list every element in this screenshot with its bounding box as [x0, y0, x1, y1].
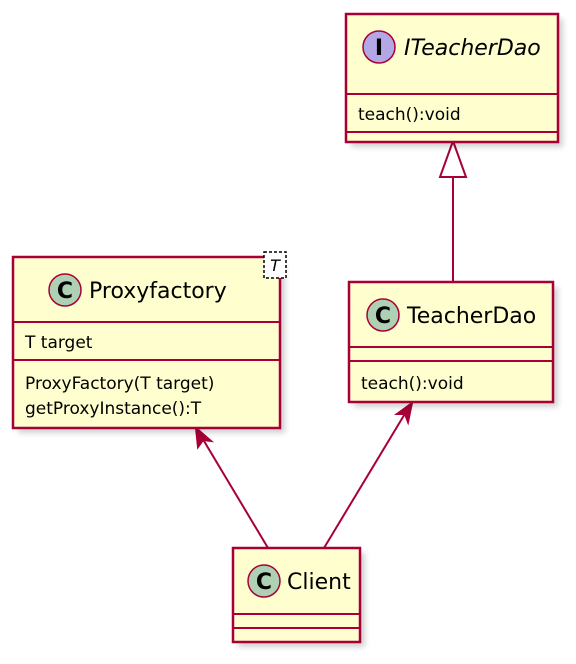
method-label: teach():void — [361, 374, 464, 394]
class-badge-letter: C — [57, 279, 73, 304]
method-label: teach():void — [358, 105, 461, 125]
client-teacherdao-arrowhead — [393, 400, 414, 426]
realization-arrowhead — [438, 138, 468, 178]
class-proxyfactory[interactable]: C Proxyfactory T T target ProxyFactory(T… — [11, 251, 287, 433]
class-client[interactable]: C Client — [231, 546, 365, 647]
class-badge-icon — [48, 273, 82, 307]
field-label: T target — [24, 333, 93, 353]
class-title: TeacherDao — [406, 304, 536, 329]
class-badge-letter: C — [375, 304, 391, 329]
class-title: Client — [287, 570, 351, 595]
client-teacherdao-line — [323, 406, 410, 549]
class-badge-letter: C — [256, 570, 272, 595]
class-teacherdao[interactable]: C TeacherDao teach():void — [347, 280, 558, 407]
class-title: Proxyfactory — [89, 279, 227, 304]
method-label: getProxyInstance():T — [25, 399, 202, 419]
class-badge-icon — [366, 298, 400, 332]
method-label: ProxyFactory(T target) — [25, 374, 214, 394]
type-parameter-label: T — [270, 256, 281, 275]
class-badge-icon — [247, 564, 281, 598]
interface-badge-icon — [362, 30, 396, 64]
class-iteacherdao[interactable]: I ITeacherDao teach():void — [344, 12, 563, 147]
client-proxyfactory-line — [197, 430, 269, 549]
interface-badge-letter: I — [375, 36, 383, 61]
class-title: ITeacherDao — [404, 36, 541, 61]
type-parameter-box — [263, 251, 287, 279]
